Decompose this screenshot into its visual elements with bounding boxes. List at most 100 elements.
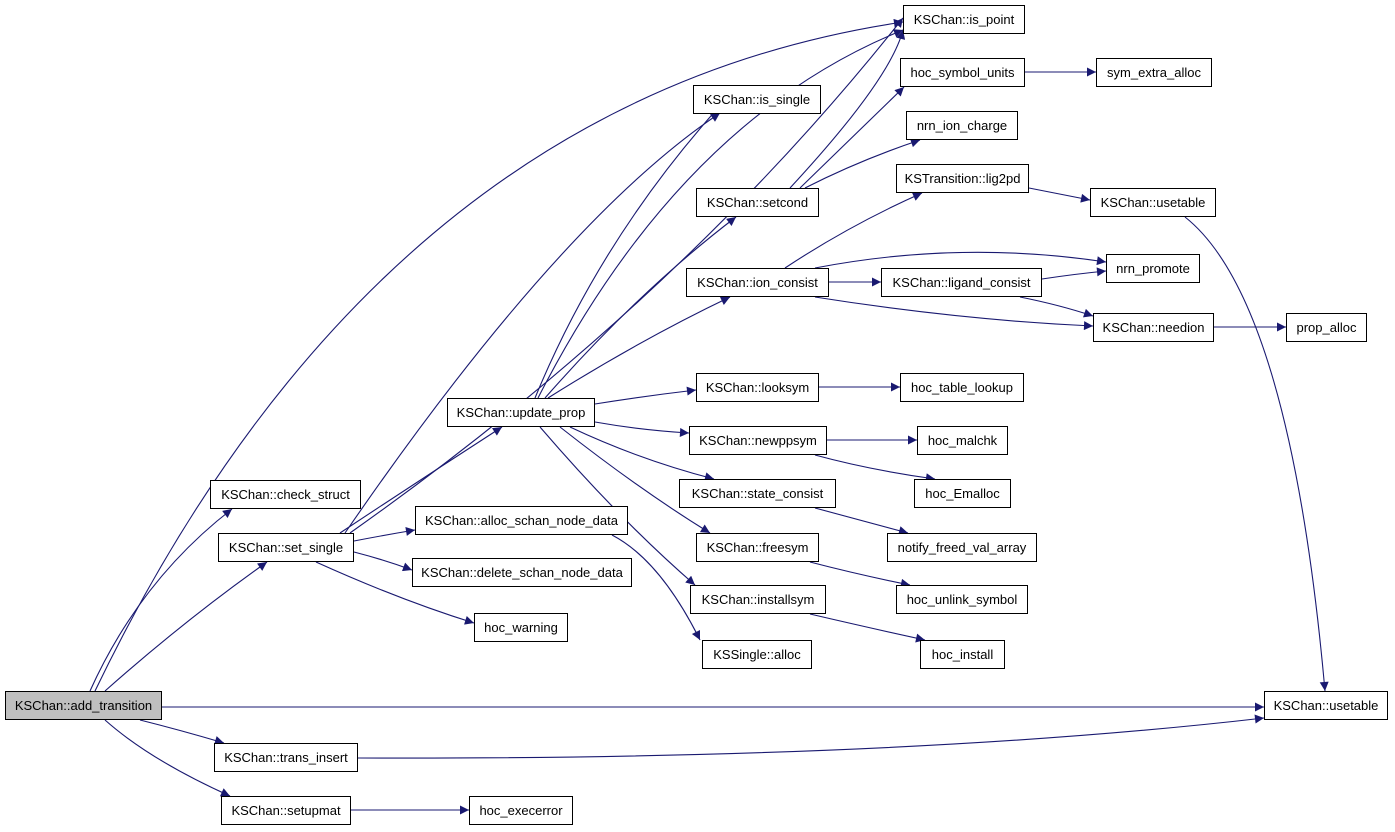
node-setupmat[interactable]: KSChan::setupmat: [221, 796, 351, 825]
node-usetable-top[interactable]: KSChan::usetable: [1090, 188, 1216, 217]
edge-update-prop-to-newppsym: [594, 421, 690, 437]
edge-newppsym-to-hoc-Emalloc: [814, 454, 936, 483]
edge-set-single-to-hoc-warning: [315, 561, 475, 625]
node-alloc-schan[interactable]: KSChan::alloc_schan_node_data: [415, 506, 628, 535]
node-label: KSChan::looksym: [705, 380, 810, 395]
node-installsym[interactable]: KSChan::installsym: [690, 585, 826, 614]
node-check-struct[interactable]: KSChan::check_struct: [210, 480, 361, 509]
node-nrn-promote[interactable]: nrn_promote: [1106, 254, 1200, 283]
node-label: hoc_malchk: [927, 433, 998, 448]
edge-update-prop-to-is-point: [537, 29, 904, 399]
node-label: hoc_Emalloc: [925, 486, 1000, 501]
node-set-single[interactable]: KSChan::set_single: [218, 533, 354, 562]
node-needion[interactable]: KSChan::needion: [1093, 313, 1214, 342]
node-delete-schan[interactable]: KSChan::delete_schan_node_data: [412, 558, 632, 587]
node-ion-consist[interactable]: KSChan::ion_consist: [686, 268, 829, 297]
node-label: KSChan::installsym: [701, 592, 815, 607]
edge-update-prop-to-is-single: [534, 107, 719, 399]
node-label: KSChan::trans_insert: [224, 750, 348, 765]
edge-setcond-to-hoc-symbol-units: [799, 86, 905, 189]
node-update-prop[interactable]: KSChan::update_prop: [447, 398, 595, 427]
node-ligand-consist[interactable]: KSChan::ligand_consist: [881, 268, 1042, 297]
node-label: hoc_install: [931, 647, 994, 662]
node-label: KSTransition::lig2pd: [904, 171, 1021, 186]
node-label: hoc_table_lookup: [911, 380, 1013, 395]
node-label: prop_alloc: [1296, 320, 1357, 335]
edge-update-prop-to-state-consist: [569, 426, 715, 482]
node-usetable-main[interactable]: KSChan::usetable: [1264, 691, 1388, 720]
edge-state-consist-to-notify-freed: [814, 507, 909, 535]
edge-ion-consist-to-nrn-promote: [814, 251, 1107, 269]
node-setcond[interactable]: KSChan::setcond: [696, 188, 819, 217]
edge-ligand-consist-to-needion: [1019, 296, 1094, 318]
node-looksym[interactable]: KSChan::looksym: [696, 373, 819, 402]
node-freesym[interactable]: KSChan::freesym: [696, 533, 819, 562]
node-trans-insert[interactable]: KSChan::trans_insert: [214, 743, 358, 772]
edge-installsym-to-hoc-install: [809, 613, 926, 643]
node-label: hoc_execerror: [479, 803, 563, 818]
node-hoc-install[interactable]: hoc_install: [920, 640, 1005, 669]
node-label: KSChan::ion_consist: [697, 275, 818, 290]
edge-trans-insert-to-usetable-main: [357, 714, 1265, 759]
node-prop-alloc[interactable]: prop_alloc: [1286, 313, 1367, 342]
node-hoc-table-lookup[interactable]: hoc_table_lookup: [900, 373, 1024, 402]
edge-add-transition-to-setupmat: [104, 719, 231, 797]
node-label: nrn_ion_charge: [916, 118, 1008, 133]
node-label: hoc_warning: [484, 620, 558, 635]
node-label: KSChan::check_struct: [221, 487, 350, 502]
edge-ion-consist-to-needion: [814, 296, 1094, 331]
edge-setcond-to-is-point: [789, 29, 906, 189]
node-label: KSChan::set_single: [228, 540, 344, 555]
node-hoc-warning[interactable]: hoc_warning: [474, 613, 568, 642]
node-newppsym[interactable]: KSChan::newppsym: [689, 426, 827, 455]
node-label: KSChan::is_point: [913, 12, 1015, 27]
node-is-single[interactable]: KSChan::is_single: [693, 85, 821, 114]
edge-update-prop-to-ion-consist: [547, 296, 731, 399]
node-add-transition[interactable]: KSChan::add_transition: [5, 691, 162, 720]
node-notify-freed[interactable]: notify_freed_val_array: [887, 533, 1037, 562]
node-hoc-malchk[interactable]: hoc_malchk: [917, 426, 1008, 455]
node-label: hoc_symbol_units: [910, 65, 1015, 80]
node-label: sym_extra_alloc: [1107, 65, 1201, 80]
node-hoc-execerror[interactable]: hoc_execerror: [469, 796, 573, 825]
node-label: KSChan::ligand_consist: [892, 275, 1031, 290]
edge-update-prop-to-freesym: [559, 426, 711, 534]
edge-ion-consist-to-lig2pd: [784, 192, 923, 269]
node-label: KSSingle::alloc: [713, 647, 801, 662]
node-sym-extra-alloc[interactable]: sym_extra_alloc: [1096, 58, 1212, 87]
node-nrn-ion-charge[interactable]: nrn_ion_charge: [906, 111, 1018, 140]
node-hoc-symbol-units[interactable]: hoc_symbol_units: [900, 58, 1025, 87]
edge-add-transition-to-set-single: [104, 561, 268, 692]
node-hoc-Emalloc[interactable]: hoc_Emalloc: [914, 479, 1011, 508]
node-label: KSChan::usetable: [1100, 195, 1206, 210]
edge-add-transition-to-is-point: [94, 18, 904, 692]
node-label: KSChan::needion: [1102, 320, 1205, 335]
node-label: KSChan::update_prop: [456, 405, 586, 420]
edge-usetable-top-to-usetable-main: [1184, 216, 1329, 692]
edge-add-transition-to-check-struct: [89, 508, 233, 692]
edge-update-prop-to-setcond: [544, 216, 737, 399]
node-label: KSChan::state_consist: [691, 486, 824, 501]
node-lig2pd[interactable]: KSTransition::lig2pd: [896, 164, 1029, 193]
node-label: KSChan::is_single: [703, 92, 811, 107]
node-label: nrn_promote: [1116, 261, 1190, 276]
node-label: notify_freed_val_array: [897, 540, 1027, 555]
node-label: KSChan::alloc_schan_node_data: [425, 513, 618, 528]
edge-ligand-consist-to-nrn-promote: [1041, 267, 1107, 280]
node-label: KSChan::newppsym: [699, 433, 817, 448]
edge-add-transition-to-trans-insert: [139, 719, 225, 745]
node-state-consist[interactable]: KSChan::state_consist: [679, 479, 836, 508]
edge-set-single-to-is-single: [344, 112, 721, 534]
edge-update-prop-to-looksym: [594, 386, 697, 405]
node-label: KSChan::setcond: [706, 195, 809, 210]
node-hoc-unlink-symbol[interactable]: hoc_unlink_symbol: [896, 585, 1028, 614]
node-ks-alloc[interactable]: KSSingle::alloc: [702, 640, 812, 669]
node-label: KSChan::usetable: [1273, 698, 1379, 713]
edge-setcond-to-nrn-ion-charge: [804, 138, 921, 189]
node-label: KSChan::freesym: [706, 540, 809, 555]
node-is-point[interactable]: KSChan::is_point: [903, 5, 1025, 34]
edge-lig2pd-to-usetable-top: [1028, 187, 1091, 203]
edge-set-single-to-delete-schan: [353, 551, 413, 572]
